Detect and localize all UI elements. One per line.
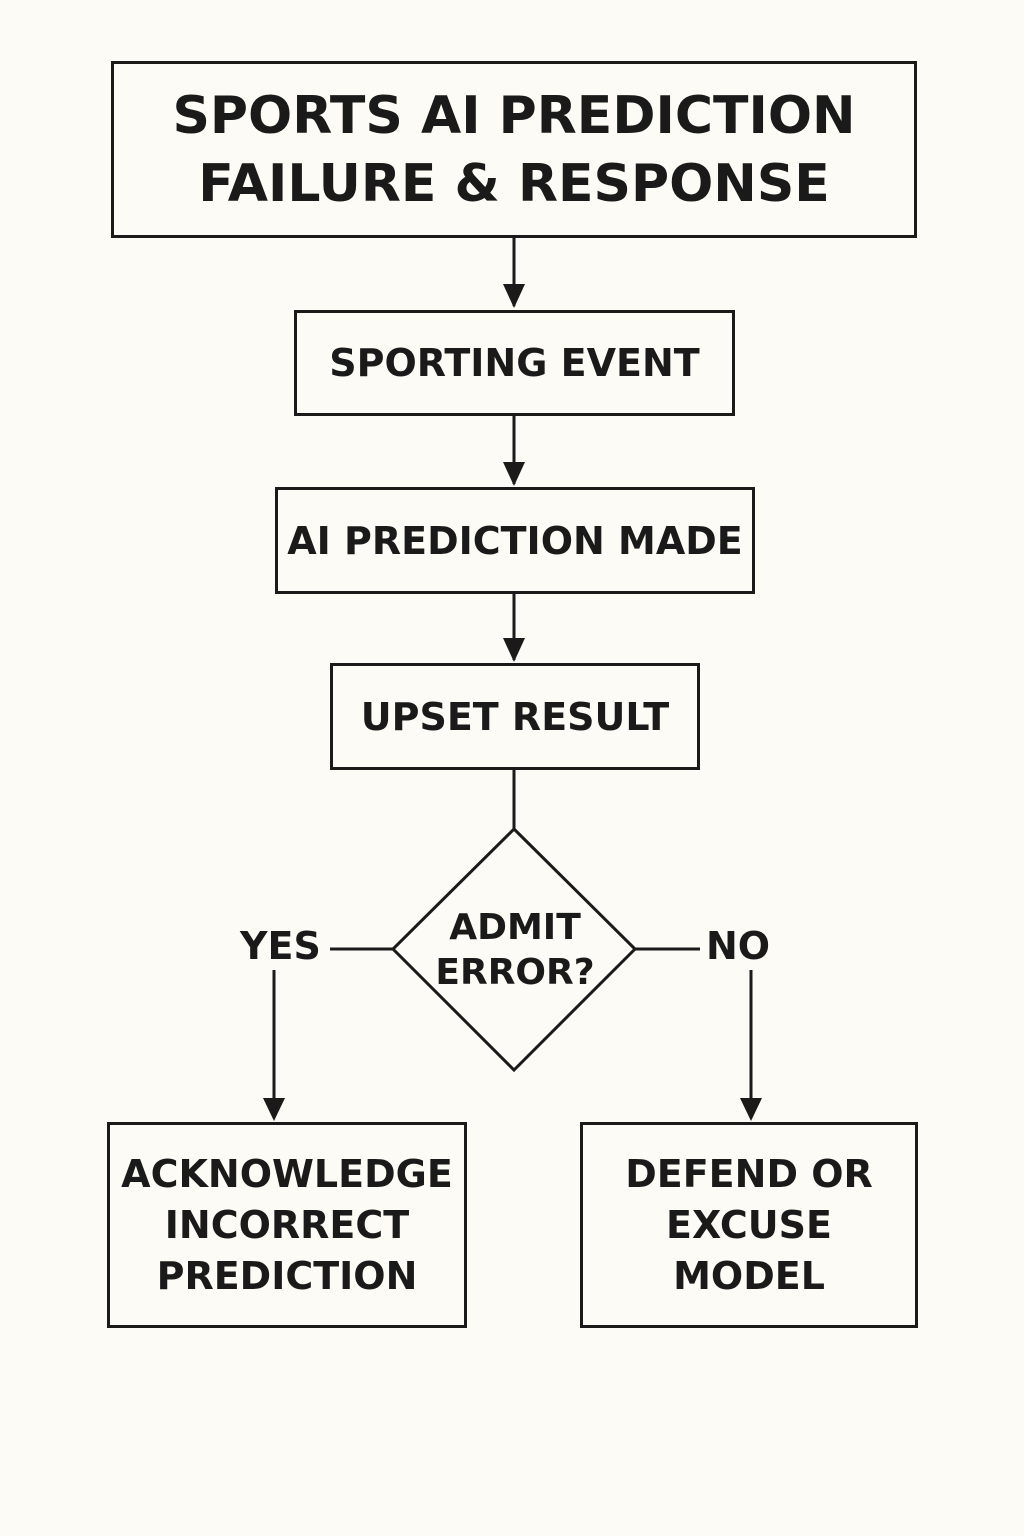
defend-line-3: MODEL: [673, 1253, 825, 1298]
decision-diamond: [390, 826, 638, 1073]
decision-line-2: ERROR?: [435, 952, 595, 993]
decision-label: ADMIT ERROR?: [395, 902, 635, 998]
acknowledge-line-1: ACKNOWLEDGE: [121, 1151, 453, 1196]
sporting-event-box: SPORTING EVENT: [294, 310, 735, 416]
title-line-2: FAILURE & RESPONSE: [198, 153, 830, 214]
decision-line-1: ADMIT: [449, 907, 581, 948]
upset-result-box: UPSET RESULT: [330, 663, 700, 770]
acknowledge-line-2: INCORRECT: [164, 1202, 410, 1247]
ai-prediction-label: AI PREDICTION MADE: [287, 518, 743, 563]
acknowledge-line-3: PREDICTION: [156, 1253, 418, 1298]
title-box: SPORTS AI PREDICTION FAILURE & RESPONSE: [111, 61, 917, 238]
ai-prediction-box: AI PREDICTION MADE: [275, 487, 755, 594]
acknowledge-box: ACKNOWLEDGE INCORRECT PREDICTION: [107, 1122, 467, 1328]
sporting-event-label: SPORTING EVENT: [329, 341, 700, 385]
yes-branch-label: YES: [240, 924, 321, 968]
no-branch-label: NO: [706, 924, 771, 968]
defend-line-2: EXCUSE: [666, 1202, 832, 1247]
title-line-1: SPORTS AI PREDICTION: [172, 85, 856, 146]
defend-line-1: DEFEND OR: [625, 1151, 873, 1196]
upset-result-label: UPSET RESULT: [360, 694, 670, 739]
defend-box: DEFEND OR EXCUSE MODEL: [580, 1122, 918, 1328]
